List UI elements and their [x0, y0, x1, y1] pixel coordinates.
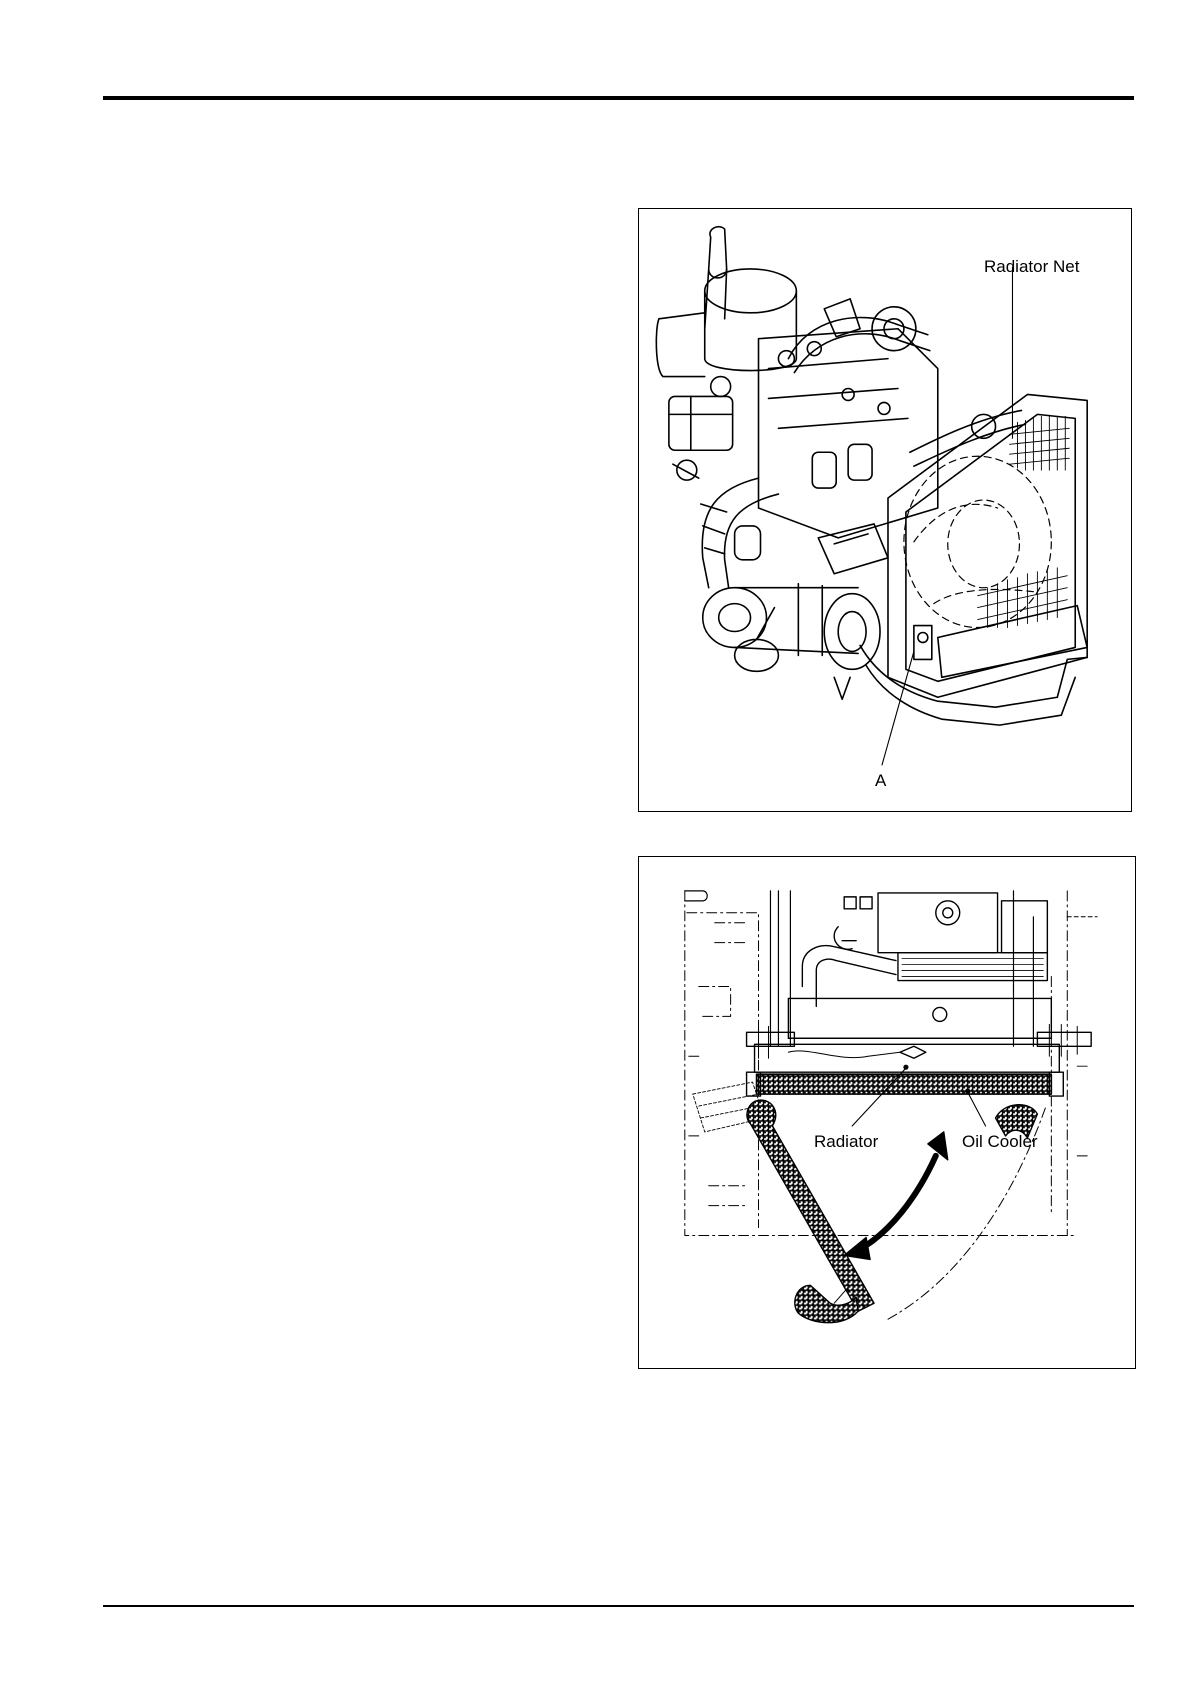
- radiator-oil-cooler-illustration: [639, 857, 1135, 1368]
- footer-rule: [103, 1605, 1134, 1607]
- engine-illustration: [639, 209, 1131, 811]
- header-rule: [103, 96, 1134, 100]
- oil-cooler-label: Oil Cooler: [962, 1133, 1038, 1150]
- engine-radiator-figure: Radiator Net A: [638, 208, 1132, 812]
- radiator-oil-cooler-figure: Radiator Oil Cooler: [638, 856, 1136, 1369]
- radiator-net-label: Radiator Net: [984, 258, 1079, 275]
- point-a-label: A: [875, 772, 886, 789]
- radiator-label: Radiator: [814, 1133, 878, 1150]
